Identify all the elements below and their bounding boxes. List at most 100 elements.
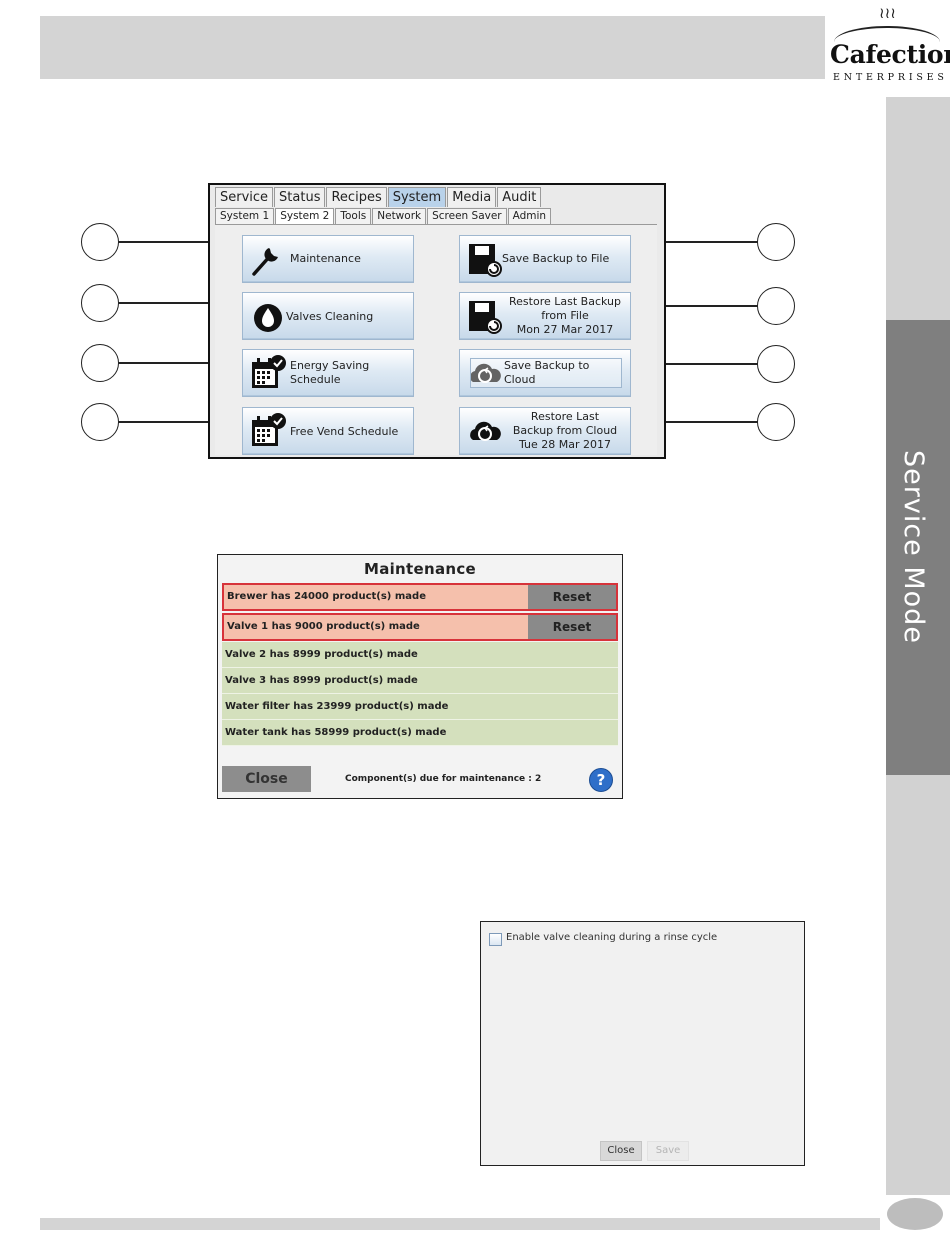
save-backup-cloud-button[interactable]: Save Backup to Cloud xyxy=(459,349,631,397)
tab-admin[interactable]: Admin xyxy=(507,208,552,225)
valve-cleaning-screen: Enable valve cleaning during a rinse cyc… xyxy=(480,921,805,1166)
restore-backup-file-button[interactable]: Restore Last Backup from File Mon 27 Mar… xyxy=(459,292,631,340)
maintenance-title: Maintenance xyxy=(363,560,477,578)
logo-arc xyxy=(834,26,940,58)
valve-drop-icon xyxy=(254,304,282,332)
maintenance-row: Valve 2 has 8999 product(s) made xyxy=(222,642,618,668)
free-vend-schedule-button[interactable]: Free Vend Schedule xyxy=(242,407,414,455)
callout-circle xyxy=(81,223,119,261)
callout-line xyxy=(642,241,758,243)
floppy-disk-icon xyxy=(469,301,502,334)
tab-screen-saver[interactable]: Screen Saver xyxy=(427,208,507,225)
wrench-icon xyxy=(252,248,278,276)
logo-subtitle: ENTERPRISES xyxy=(833,72,948,83)
callout-line xyxy=(118,302,238,304)
help-icon[interactable]: ? xyxy=(589,768,613,792)
sub-tab-bar: System 1 System 2 Tools Network Screen S… xyxy=(215,208,552,225)
restore-cloud-label-line1: Restore Last xyxy=(530,410,600,423)
callout-circle xyxy=(81,284,119,322)
save-cloud-label-line2: Cloud xyxy=(504,373,536,386)
sidebar-top-block xyxy=(886,97,950,320)
restore-file-date: Mon 27 Mar 2017 xyxy=(516,323,614,336)
cafection-logo: ≀≀≀ Cafection ENTERPRISES xyxy=(826,4,950,86)
system2-screen: Service Status Recipes System Media Audi… xyxy=(208,183,666,459)
restore-file-label-line2: from File xyxy=(541,309,589,322)
restore-cloud-date: Tue 28 Mar 2017 xyxy=(518,438,612,451)
close-button[interactable]: Close xyxy=(222,766,311,792)
tab-recipes[interactable]: Recipes xyxy=(326,187,387,207)
reset-button[interactable]: Reset xyxy=(528,615,616,639)
valve-cleaning-checkbox[interactable] xyxy=(489,933,502,946)
valves-cleaning-button[interactable]: Valves Cleaning xyxy=(242,292,414,340)
tab-audit[interactable]: Audit xyxy=(497,187,542,207)
tab-system[interactable]: System xyxy=(387,187,447,207)
sidebar-section-title: Service Mode xyxy=(896,450,936,650)
tab-tools[interactable]: Tools xyxy=(335,208,372,225)
steam-icon: ≀≀≀ xyxy=(879,4,896,22)
callout-line xyxy=(118,362,238,364)
system2-panel: Maintenance Valves Cleaning Energy Savin… xyxy=(215,224,657,455)
free-vend-label: Free Vend Schedule xyxy=(290,425,399,438)
maintenance-row-text: Brewer has 24000 product(s) made xyxy=(227,591,426,602)
calendar-check-icon xyxy=(252,355,286,388)
valves-cleaning-label: Valves Cleaning xyxy=(286,310,374,323)
callout-circle xyxy=(757,287,795,325)
logo-brand: Cafection xyxy=(830,40,950,69)
maintenance-button[interactable]: Maintenance xyxy=(242,235,414,283)
energy-saving-label-line1: Energy Saving xyxy=(290,359,370,372)
maintenance-row-text: Valve 3 has 8999 product(s) made xyxy=(225,675,418,686)
restore-file-label-line1: Restore Last Backup xyxy=(509,295,621,308)
header-bar xyxy=(40,16,825,79)
callout-circle xyxy=(757,403,795,441)
maintenance-row-text: Valve 2 has 8999 product(s) made xyxy=(225,649,418,660)
cloud-sync-icon xyxy=(470,421,501,441)
callout-line xyxy=(642,305,758,307)
sidebar-section-label: Service Mode xyxy=(898,450,929,644)
callout-circle xyxy=(757,223,795,261)
close-button[interactable]: Close xyxy=(600,1141,642,1161)
tab-system-2[interactable]: System 2 xyxy=(275,208,335,225)
sidebar-active-section xyxy=(886,320,950,775)
energy-saving-schedule-button[interactable]: Energy Saving Schedule xyxy=(242,349,414,397)
save-backup-file-label: Save Backup to File xyxy=(502,252,610,265)
maintenance-due-status: Component(s) due for maintenance : 2 xyxy=(345,774,542,784)
maintenance-row-alert: Valve 1 has 9000 product(s) made Reset xyxy=(222,613,618,641)
tab-service[interactable]: Service xyxy=(215,187,274,207)
maintenance-row: Valve 3 has 8999 product(s) made xyxy=(222,668,618,694)
restore-cloud-label-line2: Backup from Cloud xyxy=(512,424,618,437)
maintenance-row-text: Water filter has 23999 product(s) made xyxy=(225,701,449,712)
callout-circle xyxy=(81,403,119,441)
maintenance-label: Maintenance xyxy=(290,252,361,265)
tab-network[interactable]: Network xyxy=(372,208,427,225)
tab-system-1[interactable]: System 1 xyxy=(215,208,275,225)
tab-media[interactable]: Media xyxy=(447,187,497,207)
maintenance-row-text: Valve 1 has 9000 product(s) made xyxy=(227,621,420,632)
tab-status[interactable]: Status xyxy=(274,187,326,207)
maintenance-screen: Maintenance Brewer has 24000 product(s) … xyxy=(217,554,623,799)
maintenance-row-text: Water tank has 58999 product(s) made xyxy=(225,727,447,738)
sidebar-bottom-block xyxy=(886,775,950,1195)
callout-circle xyxy=(81,344,119,382)
callout-line xyxy=(642,363,758,365)
save-cloud-inner-frame xyxy=(470,358,622,388)
valve-cleaning-checkbox-label: Enable valve cleaning during a rinse cyc… xyxy=(506,932,718,943)
restore-backup-cloud-button[interactable]: Restore Last Backup from Cloud Tue 28 Ma… xyxy=(459,407,631,455)
callout-line xyxy=(642,421,758,423)
page-number-badge xyxy=(887,1198,943,1230)
maintenance-row: Water tank has 58999 product(s) made xyxy=(222,720,618,746)
save-backup-file-button[interactable]: Save Backup to File xyxy=(459,235,631,283)
callout-line xyxy=(118,421,238,423)
save-cloud-label-line1: Save Backup to xyxy=(504,359,590,372)
cloud-sync-icon xyxy=(470,363,501,383)
callout-line xyxy=(118,241,238,243)
callout-circle xyxy=(757,345,795,383)
save-button[interactable]: Save xyxy=(647,1141,689,1161)
energy-saving-label-line2: Schedule xyxy=(290,373,341,386)
footer-bar xyxy=(40,1218,880,1230)
maintenance-row: Water filter has 23999 product(s) made xyxy=(222,694,618,720)
calendar-check-icon xyxy=(252,413,286,446)
main-tab-bar: Service Status Recipes System Media Audi… xyxy=(215,187,542,208)
maintenance-row-alert: Brewer has 24000 product(s) made Reset xyxy=(222,583,618,611)
floppy-disk-icon xyxy=(469,244,502,277)
reset-button[interactable]: Reset xyxy=(528,585,616,609)
